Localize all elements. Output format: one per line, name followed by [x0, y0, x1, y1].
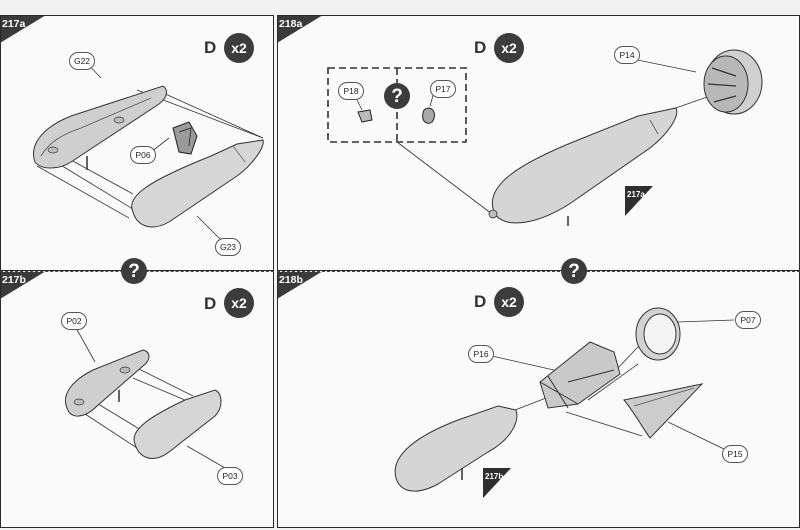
step-217b-drawing — [65, 325, 226, 469]
step-number: 217b — [2, 274, 26, 286]
quantity-badge-icon: x2 — [494, 287, 524, 317]
step-217b-panel: 217b D x2 P02 — [0, 272, 274, 528]
reference-flag — [625, 186, 653, 216]
step-218a-drawing — [327, 49, 763, 226]
part-p14-tail — [703, 49, 763, 115]
bomb-body-assembly — [488, 107, 678, 226]
part-label-p14: P14 — [614, 46, 640, 64]
part-label-g23: G23 — [215, 238, 241, 256]
step-218a-tab: 218a — [278, 16, 323, 43]
part-label-p02: P02 — [61, 312, 87, 330]
step-number: 218b — [279, 274, 303, 286]
part-p18 — [357, 109, 373, 123]
bomb-body-assembly — [394, 405, 518, 492]
part-label-p17: P17 — [430, 80, 456, 98]
option-divider-right — [277, 271, 800, 272]
quantity-badge-icon: x2 — [494, 33, 524, 63]
step-217b-tab: 217b — [1, 272, 46, 299]
set-letter: D — [204, 38, 217, 57]
question-mark-icon: ? — [384, 83, 410, 109]
part-label-p03: P03 — [217, 467, 243, 485]
part-g23-body — [131, 139, 264, 228]
part-label-g22: G22 — [69, 52, 95, 70]
part-p07-ring — [635, 307, 681, 361]
part-p16-cone — [539, 341, 621, 409]
set-letter: D — [204, 294, 217, 313]
part-p15-fin — [623, 383, 704, 439]
reference-flag-label: 217b — [485, 472, 504, 481]
quantity-badge-icon: x2 — [224, 288, 254, 318]
part-p06 — [172, 121, 198, 155]
step-218b-tab: 218b — [278, 272, 323, 299]
part-p02-shell — [65, 349, 150, 417]
part-g22-shell — [33, 85, 167, 170]
step-218b-drawing — [394, 307, 735, 492]
step-217a-tab: 217a — [1, 16, 46, 43]
step-number: 218a — [279, 18, 303, 30]
reference-flag — [483, 468, 511, 498]
step-number: 217a — [2, 18, 26, 30]
step-218a-panel: 218a D x2 — [277, 15, 800, 271]
part-label-p07: P07 — [735, 311, 761, 329]
question-mark-icon: ? — [561, 258, 587, 284]
part-label-p15: P15 — [722, 445, 748, 463]
set-letter: D — [474, 38, 487, 57]
part-p17 — [422, 107, 435, 124]
reference-flag-label: 217a — [627, 190, 645, 199]
step-217a-drawing — [33, 58, 264, 243]
part-label-p18: P18 — [338, 82, 364, 100]
part-p03-body — [133, 389, 222, 459]
quantity-badge-icon: x2 — [224, 33, 254, 63]
set-letter: D — [474, 292, 487, 311]
question-mark-icon: ? — [121, 258, 147, 284]
part-label-p06: P06 — [130, 146, 156, 164]
step-218b-panel: 218b D x2 — [277, 272, 800, 528]
step-217a-panel: 217a D x2 — [0, 15, 274, 271]
part-label-p16: P16 — [468, 345, 494, 363]
